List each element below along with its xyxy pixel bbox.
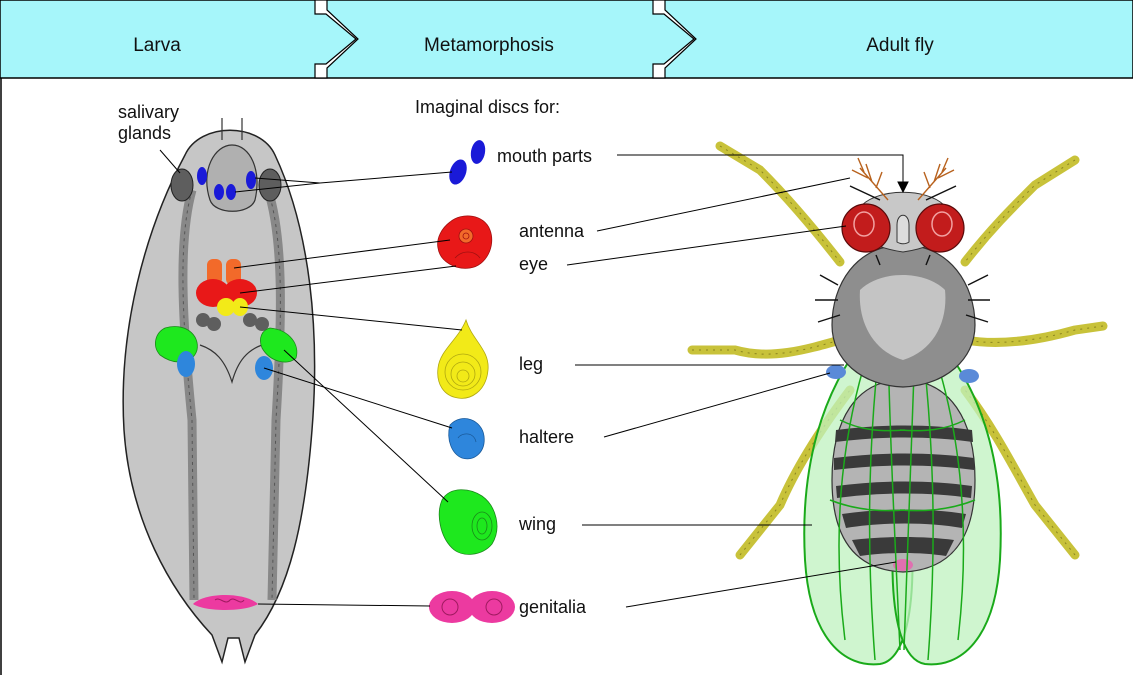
fly-eye-right (916, 204, 964, 252)
fly-leg (965, 326, 1103, 342)
label-haltere: haltere (519, 427, 574, 447)
salivary-glands-label-line: salivary (118, 102, 179, 122)
fly-leg (692, 340, 840, 354)
salivary-gland-right (259, 169, 281, 201)
disc-wing (439, 490, 497, 555)
larva-body (123, 130, 314, 662)
disc-haltere (449, 419, 484, 459)
fly-eye-left (842, 204, 890, 252)
salivary-glands-label-line: glands (118, 123, 171, 143)
larva: salivary glands (118, 102, 315, 662)
label-mouth-parts: mouth parts (497, 146, 592, 166)
disc-mouth-parts (446, 139, 487, 187)
salivary-gland-left (171, 169, 193, 201)
label-leg: leg (519, 354, 543, 374)
discs-heading: Imaginal discs for: (415, 97, 560, 117)
stage-adult-fly: Adult fly (866, 35, 934, 56)
larva-mouth-disc (197, 167, 207, 185)
imaginal-discs: Imaginal discs for: (415, 97, 592, 623)
disc-antenna-eye (438, 216, 492, 268)
fly-leg (720, 146, 840, 262)
label-antenna: antenna (519, 221, 585, 241)
larva-mouth-disc (214, 184, 224, 200)
disc-genitalia (429, 591, 515, 623)
disc-leg (438, 320, 488, 398)
salivary-glands-label: salivary glands (118, 102, 184, 143)
larva-mouth-disc (226, 184, 236, 200)
larva-haltere-disc (177, 351, 195, 377)
salivary-glands-leader (160, 150, 180, 173)
fly-haltere (826, 365, 846, 379)
label-wing: wing (518, 514, 556, 534)
label-genitalia: genitalia (519, 597, 587, 617)
stage-larva: Larva (133, 35, 181, 56)
label-eye: eye (519, 254, 548, 274)
stage-metamorphosis: Metamorphosis (424, 35, 554, 56)
larva-mouth-disc (246, 171, 256, 189)
fly-leg (965, 160, 1075, 262)
fly-mouth-parts (897, 215, 909, 244)
fly-haltere (959, 369, 979, 383)
stage-header: Larva Metamorphosis Adult fly (0, 0, 1133, 78)
adult-fly (692, 146, 1103, 664)
